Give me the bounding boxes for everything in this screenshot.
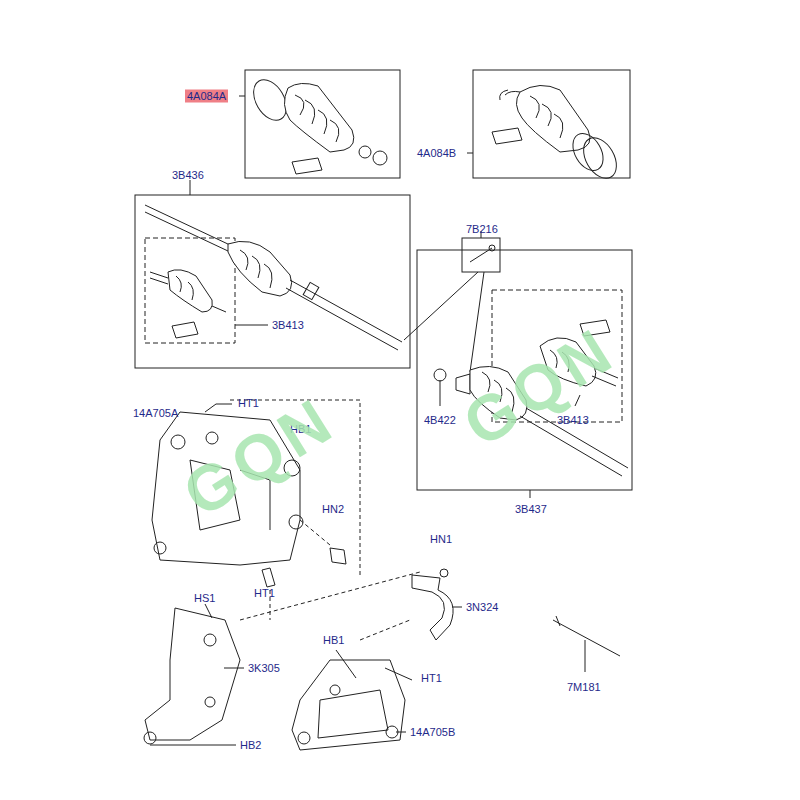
part-number: 3B413 [272, 319, 304, 332]
small-box [462, 238, 500, 272]
part-number: HT1 [238, 397, 259, 410]
part-number: 7B216 [466, 223, 498, 236]
part-number: 3N324 [466, 601, 498, 614]
sub-kit-box [145, 238, 235, 343]
part-number: 7M181 [567, 681, 601, 694]
watermark: GQN [453, 316, 626, 457]
part-number: 14A705A [133, 407, 178, 420]
part-number: 3B437 [515, 503, 547, 516]
part-number: 3B436 [172, 169, 204, 182]
part-number: HS1 [194, 592, 215, 605]
part-number: 4A084B [417, 147, 456, 160]
part-number: 14A705B [410, 726, 455, 739]
part-number: HT1 [254, 587, 275, 600]
part-number: 4A084A [185, 90, 228, 103]
part-number: HT1 [421, 672, 442, 685]
assembly-box [135, 195, 410, 368]
part-number: HB2 [240, 739, 261, 752]
part-number: HN1 [430, 533, 452, 546]
part-number: 3K305 [248, 662, 280, 675]
part-number: HN2 [322, 503, 344, 516]
part-number: HB1 [323, 634, 344, 647]
part-number: 3B413 [557, 414, 589, 427]
kit-box [473, 70, 630, 178]
kit-box [245, 70, 400, 178]
assembly-box [417, 250, 632, 490]
part-number: 4B422 [424, 414, 456, 427]
